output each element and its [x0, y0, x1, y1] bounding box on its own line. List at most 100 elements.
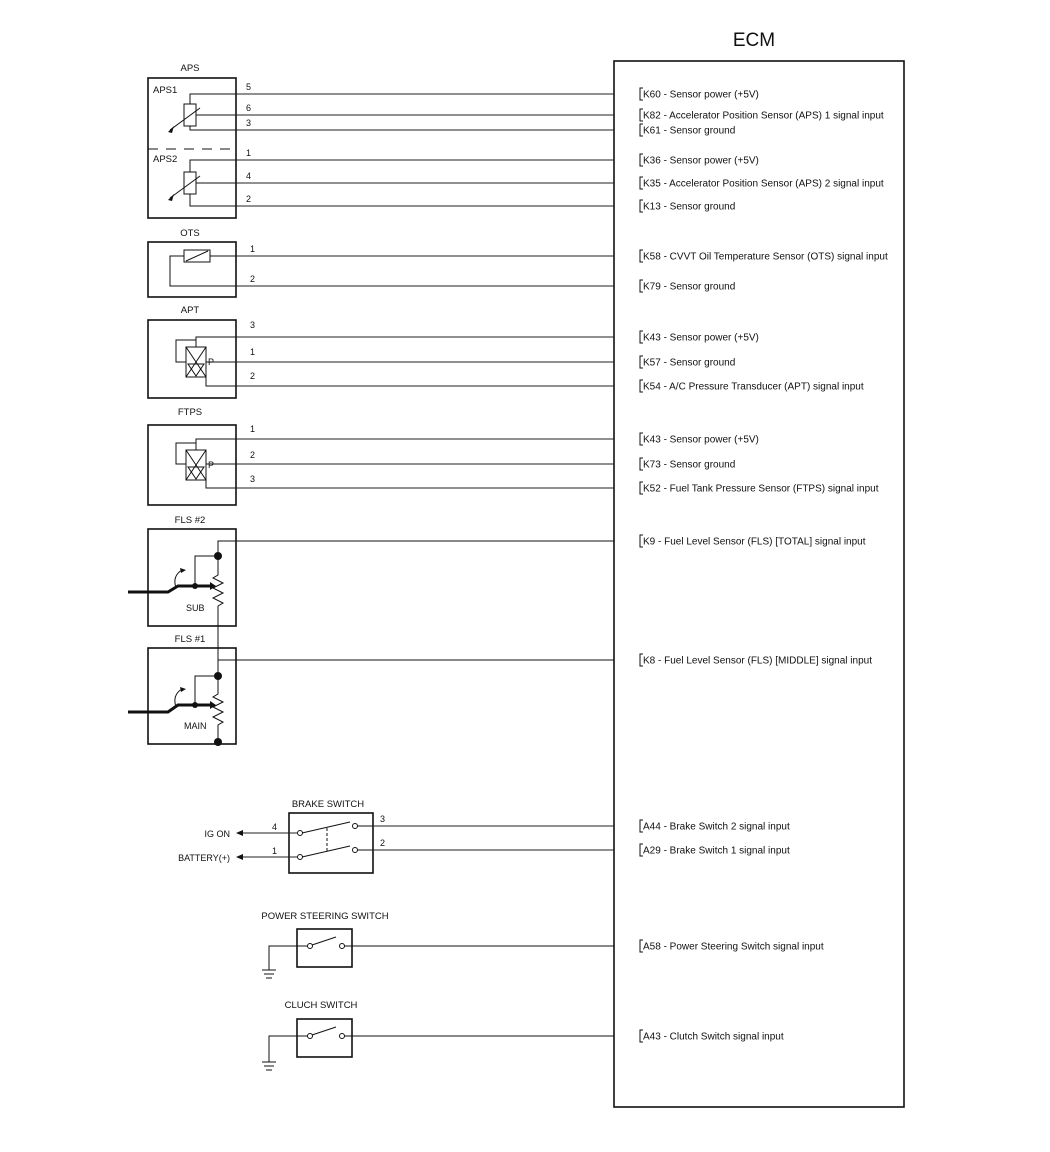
connector-pin-16: 3	[380, 814, 385, 824]
brake-switch-contacts-icon	[297, 821, 373, 860]
aps2-potentiometer-icon	[168, 159, 236, 207]
ecm-pin-label-12: K73 - Sensor ground	[643, 460, 735, 471]
connector-pin-7: 2	[250, 274, 255, 284]
ecm-terminal-bracket-13	[639, 481, 643, 495]
ecm-title: ECM	[733, 30, 775, 51]
connector-pin-6: 1	[250, 244, 255, 254]
connector-pin-13: 3	[250, 474, 255, 484]
ots-thermistor-icon	[169, 249, 236, 287]
aps1-label: APS1	[153, 85, 177, 96]
fls2-float-resistor-icon	[128, 540, 614, 626]
ecm-terminal-bracket-4	[639, 176, 643, 190]
ecm-terminal-bracket-15	[639, 653, 643, 667]
ecm-terminal-bracket-14	[639, 534, 643, 548]
ps-ground-icon	[262, 969, 276, 979]
ecm-pin-label-17: A29 - Brake Switch 1 signal input	[643, 846, 790, 857]
ecm-terminal-bracket-1	[639, 108, 643, 122]
connector-pin-4: 4	[246, 171, 251, 181]
ftps-label: FTPS	[178, 407, 202, 418]
ps-switch-contacts-icon	[268, 936, 614, 970]
apt-label: APT	[181, 305, 200, 316]
connector-pin-1: 6	[246, 103, 251, 113]
brake-pin-ig: 4	[272, 822, 277, 832]
ecm-pin-label-16: A44 - Brake Switch 2 signal input	[643, 822, 790, 833]
ecm-pin-label-8: K43 - Sensor power (+5V)	[643, 333, 759, 344]
clutch-switch-contacts-icon	[268, 1026, 614, 1062]
fls2-sub-tag: SUB	[186, 603, 205, 613]
aps-box	[147, 77, 237, 219]
ots-box	[147, 241, 237, 298]
battery-label: BATTERY(+)	[178, 853, 230, 863]
aps1-potentiometer-icon	[168, 93, 236, 133]
ecm-pin-label-5: K13 - Sensor ground	[643, 202, 735, 213]
apt-box	[147, 319, 237, 399]
ecm-terminal-bracket-10	[639, 379, 643, 393]
ecm-terminal-bracket-19	[639, 1029, 643, 1043]
ecm-pin-label-4: K35 - Accelerator Position Sensor (APS) …	[643, 179, 884, 190]
apt-pressure-sensor-icon	[175, 336, 236, 387]
ecm-pin-label-0: K60 - Sensor power (+5V)	[643, 90, 759, 101]
ecm-terminal-bracket-2	[639, 123, 643, 137]
connector-pin-9: 1	[250, 347, 255, 357]
ecm-terminal-bracket-6	[639, 249, 643, 263]
ecm-pin-label-18: A58 - Power Steering Switch signal input	[643, 942, 824, 953]
ecm-terminal-bracket-0	[639, 87, 643, 101]
ecm-terminal-bracket-8	[639, 330, 643, 344]
aps2-label: APS2	[153, 154, 177, 165]
fls2-box	[147, 528, 237, 627]
ecm-terminal-bracket-11	[639, 432, 643, 446]
clutch-ground-icon	[262, 1061, 276, 1071]
clutch-switch-label: CLUCH SWITCH	[285, 1000, 358, 1011]
connector-pin-2: 3	[246, 118, 251, 128]
apt-p-mark: P	[208, 357, 214, 367]
ecm-pin-label-19: A43 - Clutch Switch signal input	[643, 1032, 784, 1043]
connector-pin-11: 1	[250, 424, 255, 434]
ecm-terminal-bracket-18	[639, 939, 643, 953]
ecm-pin-label-2: K61 - Sensor ground	[643, 126, 735, 137]
connector-pin-5: 2	[246, 194, 251, 204]
ecm-pin-label-14: K9 - Fuel Level Sensor (FLS) [TOTAL] sig…	[643, 537, 866, 548]
ecm-pin-label-11: K43 - Sensor power (+5V)	[643, 435, 759, 446]
connector-pin-3: 1	[246, 148, 251, 158]
ecm-pin-label-7: K79 - Sensor ground	[643, 282, 735, 293]
ecm-box	[613, 60, 905, 1108]
connector-pin-12: 2	[250, 450, 255, 460]
ftps-pressure-sensor-icon	[175, 438, 236, 489]
ecm-terminal-bracket-12	[639, 457, 643, 471]
ecm-pin-label-13: K52 - Fuel Tank Pressure Sensor (FTPS) s…	[643, 484, 879, 495]
brake-switch-box	[288, 812, 374, 874]
connector-pin-10: 2	[250, 371, 255, 381]
fls1-main-tag: MAIN	[184, 721, 207, 731]
ecm-pin-label-6: K58 - CVVT Oil Temperature Sensor (OTS) …	[643, 252, 888, 263]
ig-arrow-icon	[236, 830, 243, 836]
ecm-pin-label-3: K36 - Sensor power (+5V)	[643, 156, 759, 167]
ftps-box	[147, 424, 237, 506]
ecm-pin-label-9: K57 - Sensor ground	[643, 358, 735, 369]
fls1-box	[147, 647, 237, 745]
ecm-terminal-bracket-3	[639, 153, 643, 167]
connector-pin-17: 2	[380, 838, 385, 848]
ecm-terminal-bracket-17	[639, 843, 643, 857]
ots-label: OTS	[180, 228, 200, 239]
connector-pin-0: 5	[246, 82, 251, 92]
ecm-terminal-bracket-16	[639, 819, 643, 833]
ftps-p-mark: P	[208, 460, 214, 470]
fls2-label: FLS #2	[175, 515, 206, 526]
ecm-pin-label-10: K54 - A/C Pressure Transducer (APT) sign…	[643, 382, 864, 393]
ecm-pin-label-15: K8 - Fuel Level Sensor (FLS) [MIDDLE] si…	[643, 656, 872, 667]
ecm-terminal-bracket-7	[639, 279, 643, 293]
battery-arrow-icon	[236, 854, 243, 860]
ecm-pin-label-1: K82 - Accelerator Position Sensor (APS) …	[643, 111, 884, 122]
connector-pin-8: 3	[250, 320, 255, 330]
brake-switch-label: BRAKE SWITCH	[292, 799, 364, 810]
brake-pin-batt: 1	[272, 846, 277, 856]
aps-label: APS	[180, 63, 199, 74]
ecm-terminal-bracket-9	[639, 355, 643, 369]
fls1-label: FLS #1	[175, 634, 206, 645]
ps-switch-label: POWER STEERING SWITCH	[261, 911, 388, 922]
ig-on-label: IG ON	[204, 829, 230, 839]
fls1-float-resistor-icon	[128, 626, 614, 746]
ecm-terminal-bracket-5	[639, 199, 643, 213]
